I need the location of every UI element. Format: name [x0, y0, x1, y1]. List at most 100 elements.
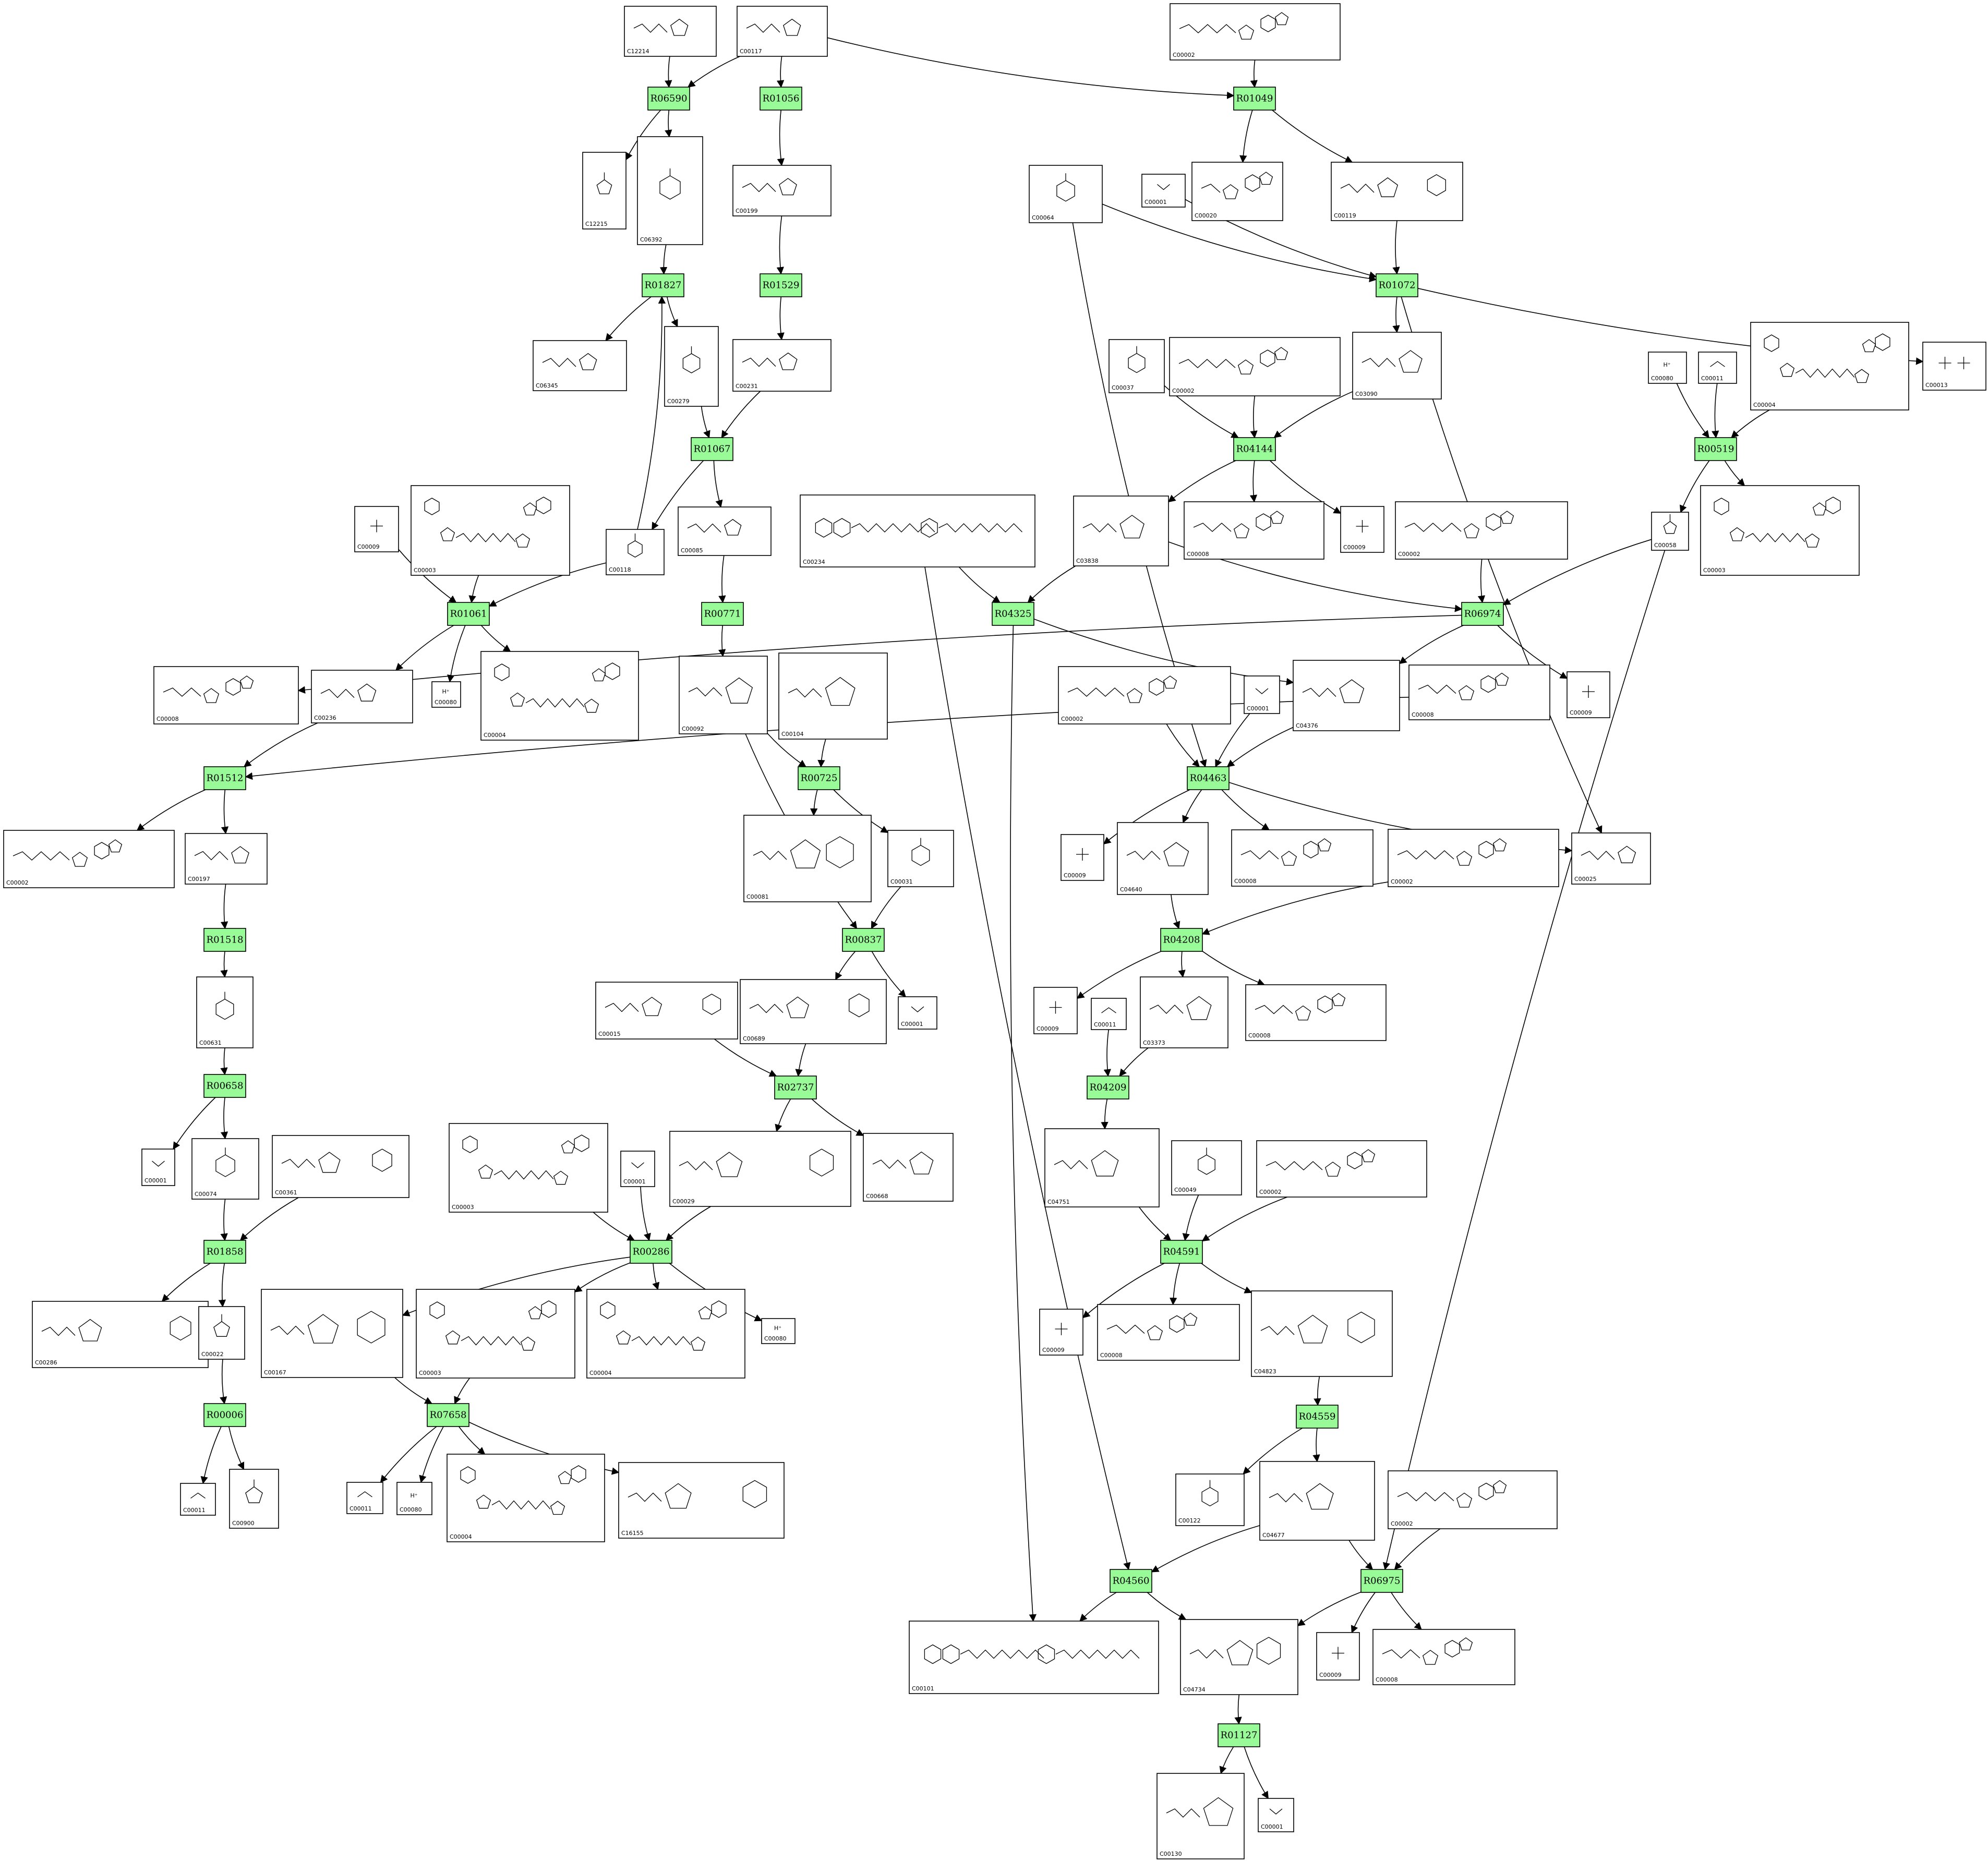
compound-node[interactable]: C00025 [1571, 832, 1651, 885]
compound-node[interactable]: C00668 [863, 1133, 954, 1202]
reaction-node[interactable]: R01512 [203, 766, 246, 790]
compound-node[interactable]: C04376 [1293, 660, 1400, 731]
compound-node[interactable]: C04823 [1251, 1290, 1393, 1377]
compound-node[interactable]: C00015 [595, 982, 738, 1040]
compound-node[interactable]: C06345 [533, 340, 627, 391]
compound-node[interactable]: C00064 [1029, 165, 1103, 223]
compound-node[interactable]: C04734 [1180, 1619, 1298, 1695]
compound-node[interactable]: C00092 [679, 656, 768, 734]
compound-node[interactable]: C00119 [1331, 162, 1463, 221]
reaction-node[interactable]: R01067 [691, 437, 733, 461]
reaction-node[interactable]: R01127 [1218, 1723, 1260, 1747]
reaction-node[interactable]: R06974 [1461, 602, 1504, 626]
reaction-node[interactable]: R00519 [1694, 437, 1737, 461]
compound-node[interactable]: C00049 [1171, 1140, 1242, 1195]
reaction-node[interactable]: R01529 [760, 273, 802, 297]
compound-node[interactable]: C00167 [261, 1289, 403, 1378]
compound-node[interactable]: C00074 [191, 1138, 259, 1200]
compound-node[interactable]: H⁺C00080 [1648, 352, 1687, 384]
compound-node[interactable]: C00029 [669, 1131, 851, 1207]
compound-node[interactable]: C00003 [1700, 485, 1860, 576]
compound-node[interactable]: C00001 [1258, 1798, 1294, 1832]
compound-node[interactable]: C00004 [586, 1289, 745, 1379]
reaction-node[interactable]: R04559 [1296, 1405, 1339, 1429]
compound-node[interactable]: C00130 [1156, 1773, 1245, 1859]
compound-node[interactable]: C00197 [185, 833, 268, 885]
compound-node[interactable]: C00101 [909, 1621, 1159, 1694]
compound-node[interactable]: C00009 [1567, 671, 1610, 718]
compound-node[interactable]: C00361 [272, 1135, 409, 1198]
compound-node[interactable]: C00037 [1109, 339, 1165, 393]
reaction-node[interactable]: R01061 [447, 602, 490, 626]
reaction-node[interactable]: R00006 [203, 1403, 246, 1427]
compound-node[interactable]: C12214 [624, 6, 717, 57]
compound-node[interactable]: C00234 [800, 494, 1035, 567]
compound-node[interactable]: C00900 [229, 1469, 279, 1529]
compound-node[interactable]: C00009 [354, 506, 399, 552]
compound-node[interactable]: C03838 [1073, 496, 1169, 566]
compound-node[interactable]: C00003 [449, 1123, 608, 1213]
compound-node[interactable]: C00022 [198, 1306, 245, 1360]
compound-node[interactable]: C00013 [1922, 342, 1986, 391]
compound-node[interactable]: C00122 [1175, 1473, 1245, 1526]
compound-node[interactable]: C00009 [1340, 506, 1384, 553]
compound-node[interactable]: C00004 [480, 651, 639, 741]
compound-node[interactable]: C00001 [620, 1151, 655, 1187]
compound-node[interactable]: C06392 [637, 136, 703, 245]
compound-node[interactable]: C00001 [141, 1149, 175, 1186]
reaction-node[interactable]: R00837 [842, 928, 885, 952]
compound-node[interactable]: C00011 [180, 1483, 216, 1516]
reaction-node[interactable]: R04208 [1160, 928, 1203, 952]
compound-node[interactable]: C00104 [778, 652, 888, 740]
reaction-node[interactable]: R07658 [427, 1403, 469, 1427]
compound-node[interactable]: H⁺C00080 [431, 681, 461, 708]
compound-node[interactable]: C00118 [606, 529, 665, 575]
compound-node[interactable]: C00002 [1058, 666, 1231, 724]
compound-node[interactable]: C00008 [1184, 501, 1324, 560]
compound-node[interactable]: C00008 [1372, 1629, 1515, 1685]
compound-node[interactable]: C00231 [732, 339, 832, 392]
compound-node[interactable]: C00689 [740, 979, 887, 1044]
compound-node[interactable]: C00003 [416, 1289, 575, 1379]
compound-node[interactable]: C00009 [1316, 1632, 1360, 1681]
compound-node[interactable]: C00004 [1750, 322, 1909, 410]
compound-node[interactable]: C00020 [1191, 162, 1283, 221]
compound-node[interactable]: H⁺C00080 [396, 1482, 432, 1515]
compound-node[interactable]: C00002 [1388, 1470, 1558, 1529]
reaction-node[interactable]: R01056 [760, 87, 802, 111]
reaction-node[interactable]: R01518 [203, 928, 246, 952]
reaction-node[interactable]: R01049 [1233, 87, 1276, 111]
compound-node[interactable]: C00009 [1033, 987, 1078, 1034]
compound-node[interactable]: C00002 [1169, 337, 1341, 396]
compound-node[interactable]: C00085 [678, 506, 772, 556]
compound-node[interactable]: C00008 [1097, 1304, 1240, 1361]
compound-node[interactable]: C00011 [346, 1482, 383, 1514]
compound-node[interactable]: C00002 [1388, 829, 1559, 887]
reaction-node[interactable]: R06590 [647, 87, 690, 111]
reaction-node[interactable]: R01827 [642, 273, 684, 297]
reaction-node[interactable]: R00771 [701, 602, 744, 626]
reaction-node[interactable]: R04209 [1087, 1075, 1129, 1099]
compound-node[interactable]: C00009 [1039, 1309, 1083, 1356]
reaction-node[interactable]: R04325 [992, 602, 1034, 626]
compound-node[interactable]: C04751 [1044, 1128, 1160, 1207]
compound-node[interactable]: C00002 [3, 830, 175, 888]
compound-node[interactable]: C00003 [411, 485, 570, 576]
compound-node[interactable]: C04677 [1259, 1461, 1375, 1541]
compound-node[interactable]: C00008 [153, 666, 299, 724]
compound-node[interactable]: C00631 [196, 976, 254, 1048]
reaction-node[interactable]: R04560 [1110, 1569, 1152, 1593]
reaction-node[interactable]: R02737 [774, 1075, 817, 1099]
reaction-node[interactable]: R00286 [630, 1240, 672, 1264]
reaction-node[interactable]: R04463 [1187, 766, 1230, 790]
compound-node[interactable]: H⁺C00080 [761, 1318, 796, 1344]
compound-node[interactable]: C00199 [732, 165, 832, 216]
compound-node[interactable]: C12215 [582, 152, 626, 229]
reaction-node[interactable]: R01858 [203, 1240, 246, 1264]
compound-node[interactable]: C00058 [1651, 512, 1689, 551]
compound-node[interactable]: C00001 [1244, 675, 1280, 714]
compound-node[interactable]: C00286 [32, 1301, 209, 1368]
compound-node[interactable]: C00117 [737, 6, 828, 57]
compound-node[interactable]: C03090 [1352, 332, 1442, 400]
compound-node[interactable]: C00001 [898, 996, 937, 1030]
